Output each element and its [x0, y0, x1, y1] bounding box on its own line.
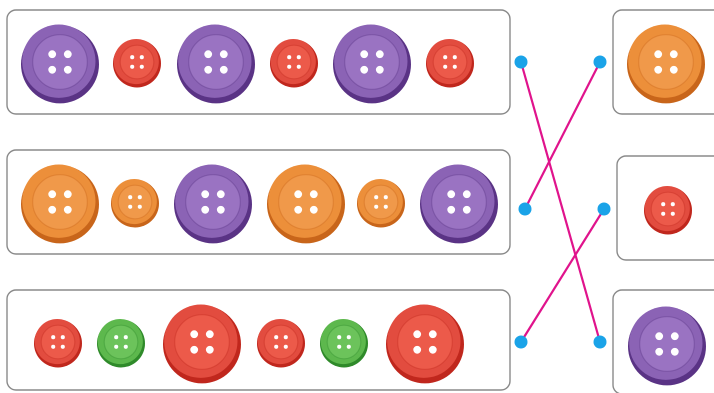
red-button-icon	[426, 38, 474, 88]
right-connector-dot-1[interactable]	[593, 55, 607, 69]
orange-button-icon	[357, 178, 405, 228]
orange-button-icon	[111, 178, 159, 228]
connection-lines	[519, 61, 605, 343]
right-item-buttons	[627, 24, 706, 386]
orange-button-icon	[21, 164, 99, 244]
connection-line-1	[519, 61, 602, 343]
green-button-icon	[97, 318, 145, 368]
red-button-icon	[163, 304, 241, 384]
connection-dots	[514, 55, 611, 349]
purple-button-icon	[628, 306, 706, 386]
purple-button-icon	[21, 24, 99, 104]
red-button-icon	[644, 185, 692, 235]
orange-button-icon	[627, 24, 705, 104]
red-button-icon	[257, 318, 305, 368]
red-button-icon	[34, 318, 82, 368]
orange-button-icon	[267, 164, 345, 244]
connection-line-2	[524, 61, 601, 210]
left-connector-dot-1[interactable]	[514, 55, 528, 69]
purple-button-icon	[174, 164, 252, 244]
left-row-frame-2	[6, 149, 511, 255]
purple-button-icon	[177, 24, 255, 104]
right-connector-dot-3[interactable]	[593, 335, 607, 349]
purple-button-icon	[420, 164, 498, 244]
left-connector-dot-2[interactable]	[518, 202, 532, 216]
right-connector-dot-2[interactable]	[597, 202, 611, 216]
purple-button-icon	[333, 24, 411, 104]
left-connector-dot-3[interactable]	[514, 335, 528, 349]
left-row-buttons	[21, 24, 498, 384]
connection-line-3	[520, 208, 605, 343]
red-button-icon	[386, 304, 464, 384]
green-button-icon	[320, 318, 368, 368]
red-button-icon	[270, 38, 318, 88]
red-button-icon	[113, 38, 161, 88]
